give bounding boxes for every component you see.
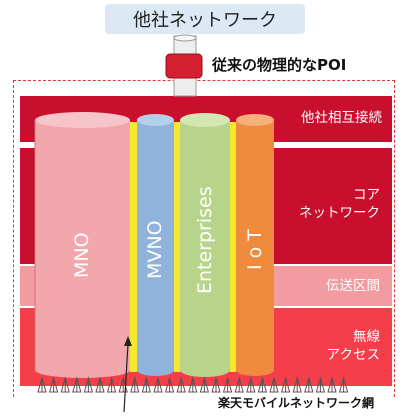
poi-connector xyxy=(165,34,203,97)
mvno-label: MVNO xyxy=(144,220,166,280)
antenna-row xyxy=(37,376,349,393)
iot-label: I o T xyxy=(244,229,266,271)
other-network-label: 他社ネットワーク xyxy=(133,10,277,31)
enterprises-label: Enterprises xyxy=(194,186,216,294)
mno-cylinder xyxy=(34,112,130,378)
divider-enterprises-iot xyxy=(230,122,236,372)
layer-access-label-2: アクセス xyxy=(326,347,380,363)
other-network-box: 他社ネットワーク xyxy=(105,4,305,34)
layer-core-label-1: コア xyxy=(353,187,380,203)
layer-transport-label: 伝送区間 xyxy=(326,278,380,294)
divider-mvno-enterprises xyxy=(174,122,180,372)
mno-label: MNO xyxy=(71,232,93,278)
enterprises-cylinder xyxy=(180,113,230,377)
layer-interconnect-label: 他社相互接続 xyxy=(301,110,382,126)
pointer-arrow xyxy=(123,336,132,413)
layer-core-label-2: ネットワーク xyxy=(299,205,380,221)
divider-mno-mvno xyxy=(130,122,137,372)
layer-access-label-1: 無線 xyxy=(353,329,380,345)
mvno-cylinder xyxy=(137,114,174,376)
poi-label: 従来の物理的なPOI xyxy=(212,56,347,74)
rakuten-network-frame xyxy=(13,80,395,397)
iot-cylinder xyxy=(236,114,274,376)
rakuten-network-label: 楽天モバイルネットワーク網 xyxy=(218,396,375,410)
